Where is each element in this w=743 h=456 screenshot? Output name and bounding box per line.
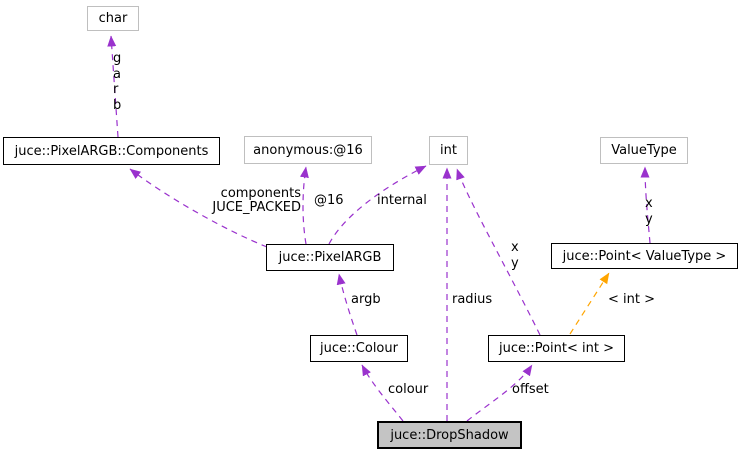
edge-label-argb: argb [351,292,381,307]
node-juce-pixelargb[interactable]: juce::PixelARGB [266,244,394,271]
edge-label-b: b [113,97,122,113]
node-juce-pixelargb-components[interactable]: juce::PixelARGB::Components [3,137,220,165]
node-anonymous-16: anonymous:@16 [244,136,372,164]
edge-label-colour: colour [388,382,429,397]
edge-label-components-juce-packed: components JUCE_PACKED [205,187,301,214]
edge-dropshadow-to-pointint [466,364,533,422]
edge-pixelargb-to-components [129,168,268,248]
edge-label-xy-int: x y [511,240,519,271]
node-juce-point-valuetype[interactable]: juce::Point< ValueType > [551,243,738,269]
edge-label-xy-valuetype: x y [645,196,653,227]
edge-colour-to-pixelargb [336,273,358,336]
edge-label-x: x [645,196,653,211]
edge-pixelargb-to-anonymous [299,166,309,245]
edge-pixelargb-to-int [328,165,427,245]
edge-label-at16: @16 [314,193,344,208]
node-juce-point-int[interactable]: juce::Point< int > [488,335,625,362]
node-juce-dropshadow: juce::DropShadow [377,421,522,449]
edge-label-template-int: < int > [608,292,655,307]
edge-label-internal: internal [377,193,427,208]
edge-dropshadow-to-colour [361,364,404,422]
edge-label-y: y [511,255,519,271]
edge-label-garb: g a r b [113,51,121,113]
edge-label-x: x [511,240,519,255]
edge-pointint-to-int [456,168,541,336]
node-valuetype: ValueType [600,137,688,164]
edge-label-a: a [113,66,121,82]
node-int: int [429,136,468,165]
edge-label-juce-packed: JUCE_PACKED [212,199,301,215]
edge-label-offset: offset [512,382,549,397]
node-char: char [87,6,139,31]
node-juce-colour[interactable]: juce::Colour [310,335,408,362]
edge-label-components: components [220,186,301,201]
edge-pointint-to-pointvaluetype [569,272,610,335]
edge-label-radius: radius [452,292,493,307]
edge-label-y: y [645,211,653,227]
edge-label-r: r [113,82,119,97]
edge-pointvaluetype-to-valuetype [640,166,651,244]
edge-label-g: g [113,51,122,66]
edge-components-to-char [107,35,119,138]
